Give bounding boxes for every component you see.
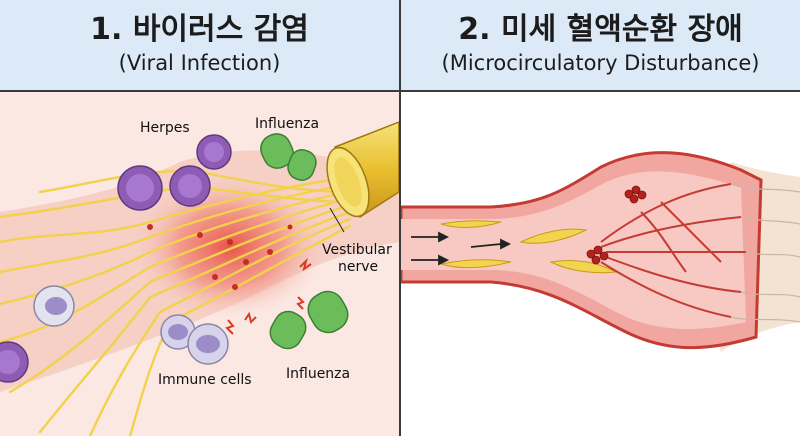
- influenza-top-label: Influenza: [255, 116, 319, 132]
- microcirculation-illustration: [401, 92, 800, 436]
- panel-divider: [399, 0, 401, 436]
- vestibular-label-line2: nerve: [338, 259, 378, 275]
- capillary-branches: [600, 183, 746, 318]
- tissue-fibers: [730, 183, 800, 323]
- right-panel-title: 2. 미세 혈액순환 장애: [458, 12, 743, 47]
- influenza-virus: [260, 133, 349, 350]
- lightning-marks: [225, 257, 312, 335]
- herpes-label: Herpes: [140, 120, 190, 136]
- blood-clot: [586, 185, 647, 265]
- plaque-deposits: [440, 220, 618, 274]
- left-panel-header: 1. 바이러스 감염 (Viral Infection): [0, 0, 399, 92]
- flow-arrows: [411, 231, 512, 266]
- left-panel-title: 1. 바이러스 감염: [90, 12, 309, 47]
- microcirculatory-panel: 2. 미세 혈액순환 장애 (Microcirculatory Disturba…: [401, 0, 800, 436]
- vessel-lumen: [401, 171, 746, 329]
- left-panel-subtitle: (Viral Infection): [118, 51, 281, 75]
- viral-infection-panel: 1. 바이러스 감염 (Viral Infection): [0, 0, 399, 436]
- right-panel-subtitle: (Microcirculatory Disturbance): [441, 51, 760, 75]
- vestibular-label-line1: Vestibular: [322, 242, 392, 258]
- right-panel-header: 2. 미세 혈액순환 장애 (Microcirculatory Disturba…: [401, 0, 800, 92]
- immune-cells-label: Immune cells: [158, 372, 252, 388]
- damage-markers: [147, 224, 293, 290]
- influenza-bottom-label: Influenza: [286, 366, 350, 382]
- immune-cells: [33, 285, 229, 365]
- vestibular-nerve-bundle: [326, 121, 399, 219]
- herpes-virus: [0, 134, 232, 383]
- vestibular-pointer: [329, 207, 345, 233]
- viral-infection-illustration: Herpes Influenza Vestibular nerve Immune…: [0, 92, 399, 436]
